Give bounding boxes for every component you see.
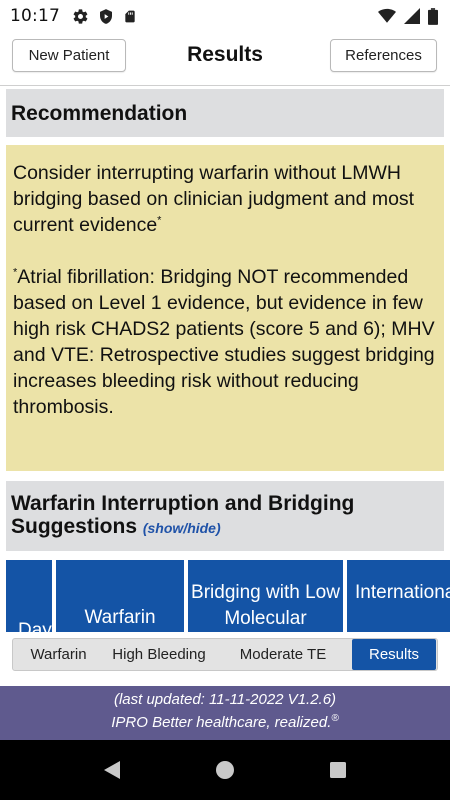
status-notification-icons bbox=[72, 8, 137, 25]
status-system-icons bbox=[378, 7, 438, 25]
references-button[interactable]: References bbox=[330, 39, 437, 72]
status-bar: 10:17 bbox=[0, 0, 450, 32]
column-header-inr: International Normalized bbox=[347, 560, 450, 632]
cellular-icon bbox=[404, 8, 420, 24]
suggestions-heading: Warfarin Interruption and Bridging Sugge… bbox=[6, 481, 444, 551]
step-tab-bar: Warfarin High Bleeding Moderate TE Resul… bbox=[12, 638, 438, 671]
sim-card-icon bbox=[123, 8, 137, 25]
tab-warfarin[interactable]: Warfarin bbox=[30, 646, 87, 663]
system-navigation-bar bbox=[0, 740, 450, 800]
recommendation-heading: Recommendation bbox=[6, 89, 444, 137]
gear-icon bbox=[72, 8, 89, 25]
app-footer: (last updated: 11-11-2022 V1.2.6) IPRO B… bbox=[0, 686, 450, 740]
tab-moderate-te[interactable]: Moderate TE bbox=[239, 646, 327, 663]
tab-results[interactable]: Results bbox=[352, 639, 436, 670]
recommendation-box: Consider interrupting warfarin without L… bbox=[6, 145, 444, 471]
column-header-label: Warfarin bbox=[84, 607, 156, 628]
recommendation-main-text: Consider interrupting warfarin without L… bbox=[13, 162, 415, 236]
recommendation-text: Consider interrupting warfarin without L… bbox=[13, 160, 438, 238]
app-header: New Patient Results References bbox=[0, 32, 450, 86]
footer-tagline-line: IPRO Better healthcare, realized.® bbox=[0, 711, 450, 734]
column-header-label: International Normalized bbox=[355, 582, 450, 603]
column-header-label: Bridging with Low Molecular bbox=[191, 582, 340, 629]
recommendation-note-text: Atrial fibrillation: Bridging NOT recomm… bbox=[13, 266, 435, 418]
tab-high-bleeding[interactable]: High Bleeding bbox=[112, 646, 206, 663]
header-divider bbox=[0, 85, 450, 86]
recommendation-marker: * bbox=[157, 214, 162, 227]
recents-icon[interactable] bbox=[326, 758, 350, 782]
status-time: 10:17 bbox=[10, 6, 60, 26]
results-content[interactable]: Recommendation Consider interrupting war… bbox=[0, 86, 450, 632]
shield-icon bbox=[98, 8, 114, 25]
show-hide-toggle[interactable]: (show/hide) bbox=[142, 520, 221, 536]
column-header-warfarin: Warfarin bbox=[56, 560, 184, 632]
column-header-bridging: Bridging with Low Molecular bbox=[188, 560, 343, 632]
recommendation-note: *Atrial fibrillation: Bridging NOT recom… bbox=[13, 264, 438, 420]
suggestions-heading-text: Warfarin Interruption and Bridging Sugge… bbox=[11, 492, 355, 538]
footer-tagline: IPRO Better healthcare, realized. bbox=[111, 714, 332, 731]
wifi-icon bbox=[378, 8, 396, 24]
column-header-day: Day bbox=[6, 560, 52, 632]
last-updated: (last updated: 11-11-2022 V1.2.6) bbox=[113, 691, 337, 708]
back-icon[interactable] bbox=[100, 758, 124, 782]
registered-mark: ® bbox=[331, 713, 339, 724]
column-header-label: Day bbox=[18, 620, 52, 632]
new-patient-button[interactable]: New Patient bbox=[12, 39, 126, 72]
battery-icon bbox=[428, 7, 438, 25]
note-marker: * bbox=[13, 266, 18, 279]
home-icon[interactable] bbox=[213, 758, 237, 782]
